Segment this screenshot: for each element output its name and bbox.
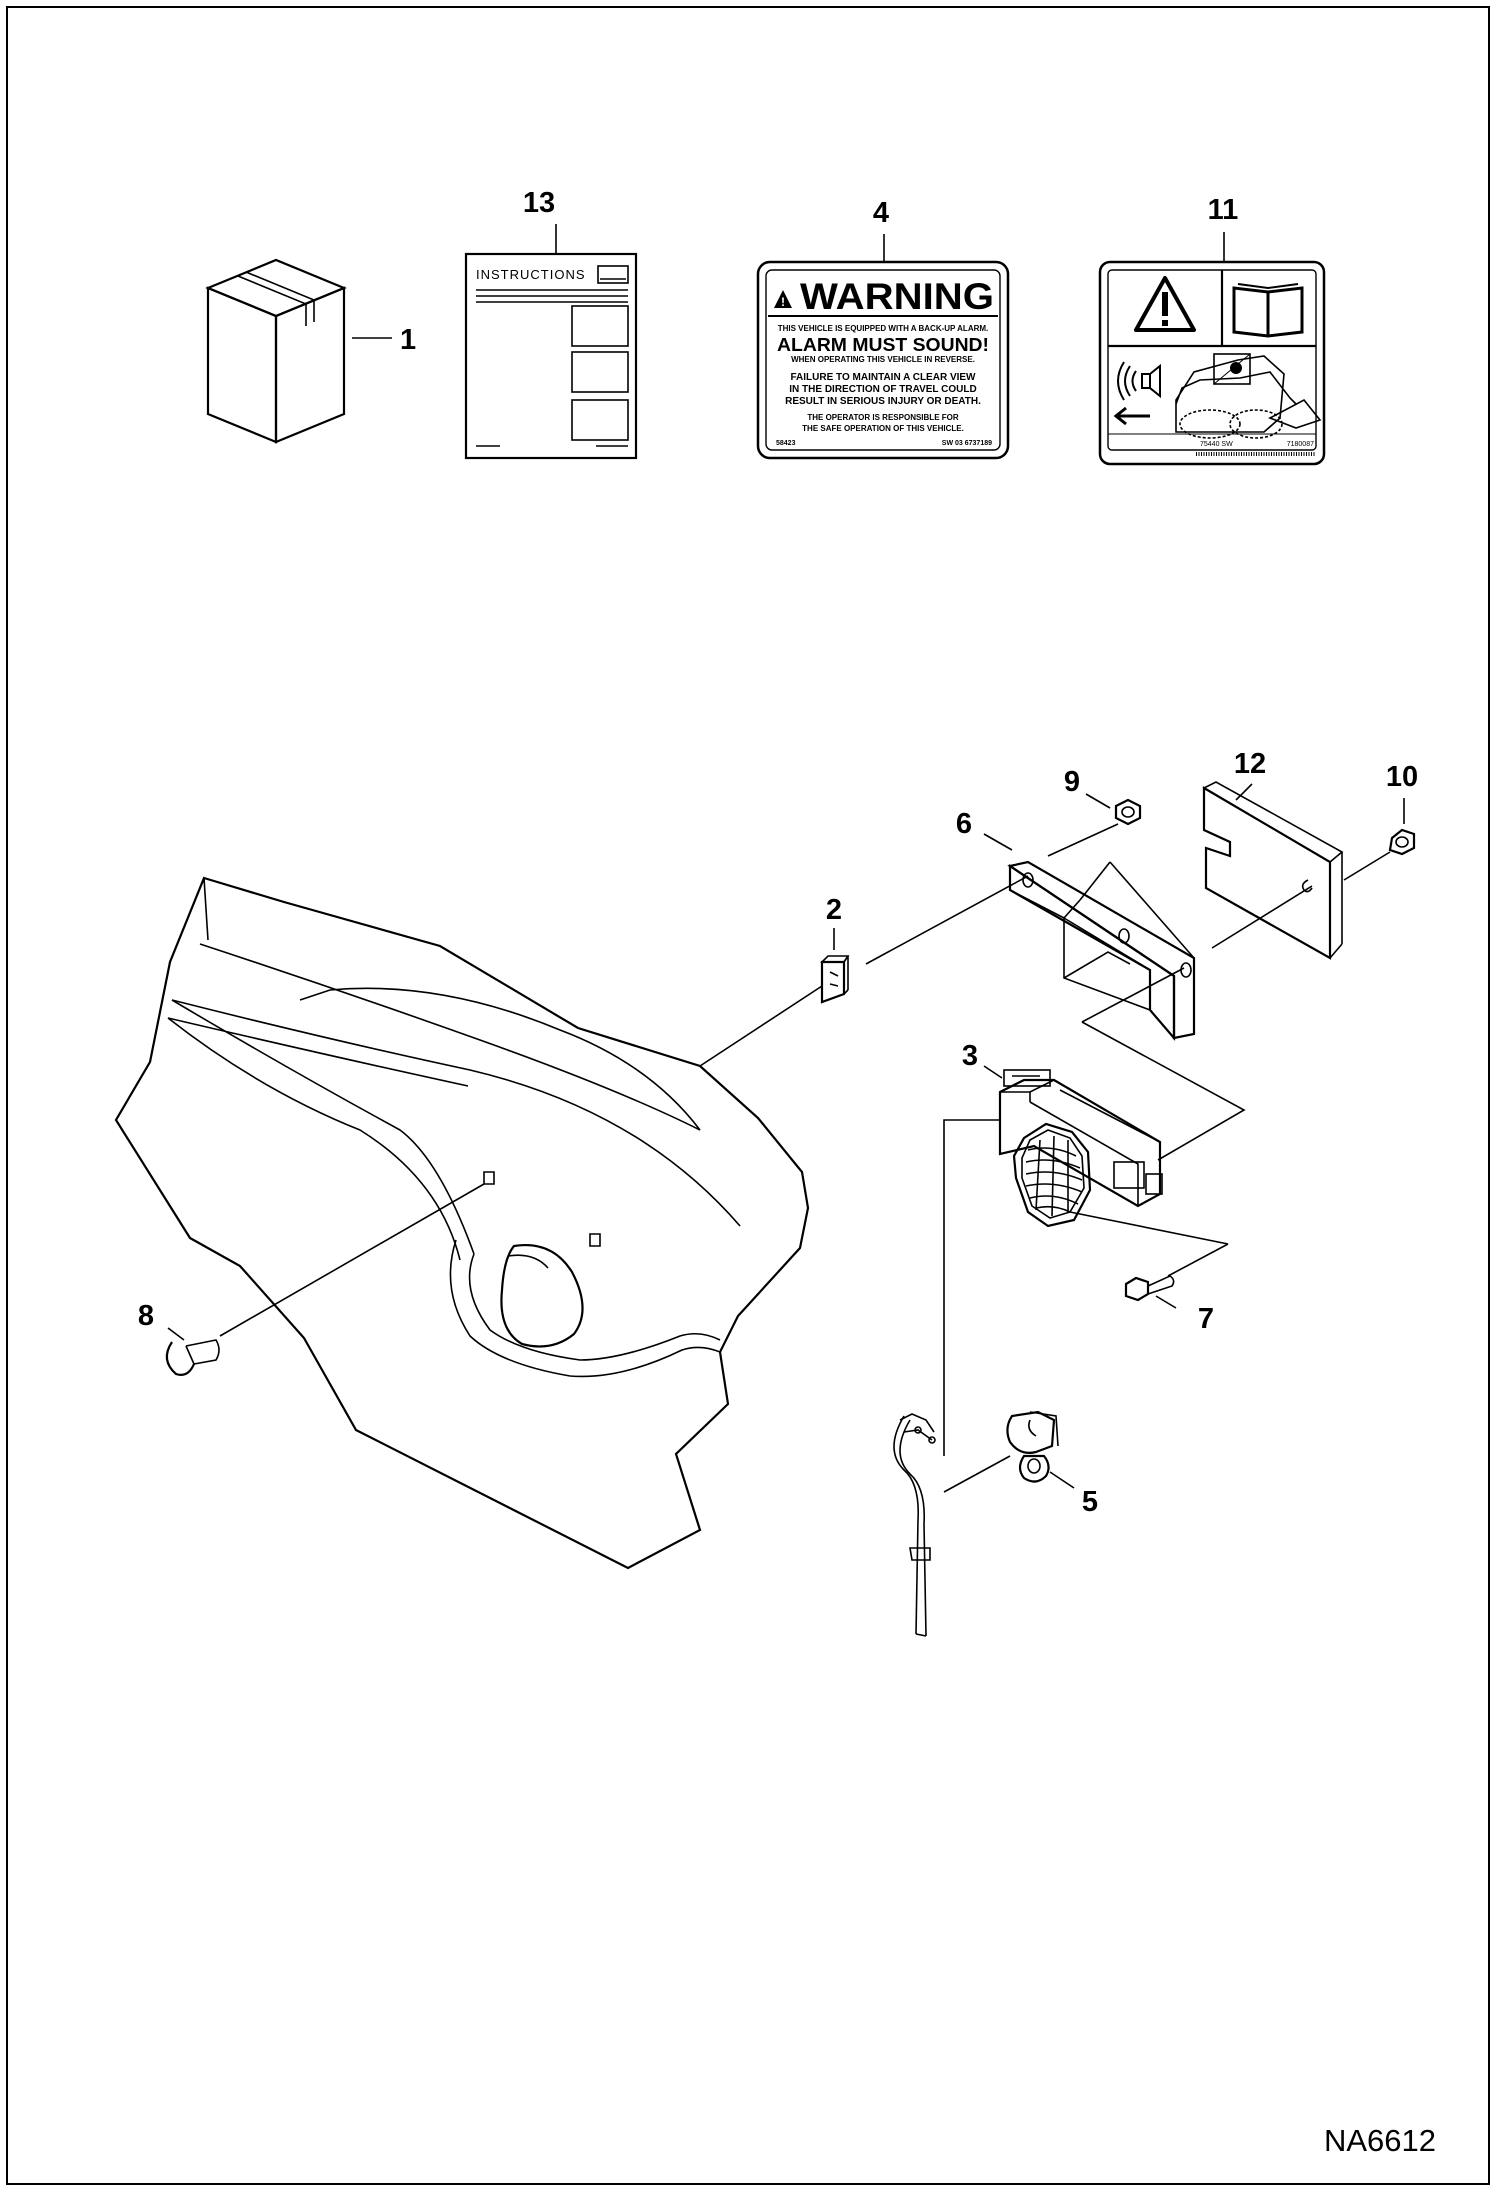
speaker-icon: [1117, 361, 1161, 401]
callout-7: 7: [1198, 1303, 1214, 1335]
instructions-sheet: INSTRUCTIONS: [464, 252, 638, 460]
warning-line-1: THIS VEHICLE IS EQUIPPED WITH A BACK-UP …: [778, 324, 989, 333]
hex-nut-9: [1114, 798, 1142, 826]
clip-nut: [820, 955, 850, 1004]
warning-line-7: THE OPERATOR IS RESPONSIBLE FOR: [807, 413, 959, 422]
drawing-frame: [6, 6, 1490, 2185]
wire-harness: [893, 1119, 1000, 1637]
callout-13: 13: [523, 187, 555, 219]
drawing-number: NA6612: [1324, 2123, 1436, 2158]
warning-line-2: ALARM MUST SOUND!: [777, 335, 989, 355]
callout-4: 4: [873, 197, 889, 229]
svg-text:!: !: [781, 295, 785, 309]
pictorial-decal: 75440 SW 7180087: [1098, 260, 1326, 466]
warning-header: WARNING: [800, 276, 994, 317]
callout-10: 10: [1386, 761, 1418, 793]
machine-rear-panel: [114, 876, 810, 1570]
warning-triangle-icon: [1134, 276, 1196, 332]
warning-line-5: IN THE DIRECTION OF TRAVEL COULD: [789, 384, 976, 395]
callout-1: 1: [400, 324, 416, 356]
callout-3: 3: [962, 1040, 978, 1072]
warning-line-6: RESULT IN SERIOUS INJURY OR DEATH.: [785, 396, 981, 407]
manual-book-icon: [1232, 283, 1304, 338]
warning-code-right: SW 03 6737189: [942, 440, 992, 447]
callout-8: 8: [138, 1300, 154, 1332]
loader-pictogram: [1175, 353, 1322, 439]
pictorial-code-left: 75440 SW: [1200, 441, 1233, 448]
backup-alarm: [998, 1069, 1163, 1228]
callout-9: 9: [1064, 766, 1080, 798]
warning-decal: ! WARNING THIS VEHICLE IS EQUIPPED WITH …: [756, 260, 1010, 460]
instructions-title: INSTRUCTIONS: [476, 267, 586, 282]
alarm-grille: [1025, 1135, 1083, 1217]
callout-2: 2: [826, 894, 842, 926]
warning-line-3: WHEN OPERATING THIS VEHICLE IN REVERSE.: [791, 355, 975, 364]
flange-nut-10: [1388, 828, 1416, 856]
mounting-bracket: [1007, 860, 1196, 1041]
carriage-bolt: [165, 1339, 220, 1376]
callout-6: 6: [956, 808, 972, 840]
callout-12: 12: [1234, 748, 1266, 780]
connector-plug: [1006, 1410, 1059, 1483]
warning-triangle-icon: [774, 290, 792, 308]
callout-11: 11: [1208, 194, 1239, 226]
warning-code-left: 58423: [776, 440, 796, 447]
spacer-plate: [1202, 781, 1344, 960]
warning-line-8: THE SAFE OPERATION OF THIS VEHICLE.: [802, 424, 964, 433]
pictorial-code-right: 7180087: [1287, 441, 1314, 448]
hex-bolt-7: [1124, 1275, 1175, 1302]
warning-line-4: FAILURE TO MAINTAIN A CLEAR VIEW: [791, 372, 977, 383]
reverse-arrow-icon: [1113, 406, 1150, 426]
kit-box: [205, 258, 347, 444]
callout-5: 5: [1082, 1486, 1098, 1518]
